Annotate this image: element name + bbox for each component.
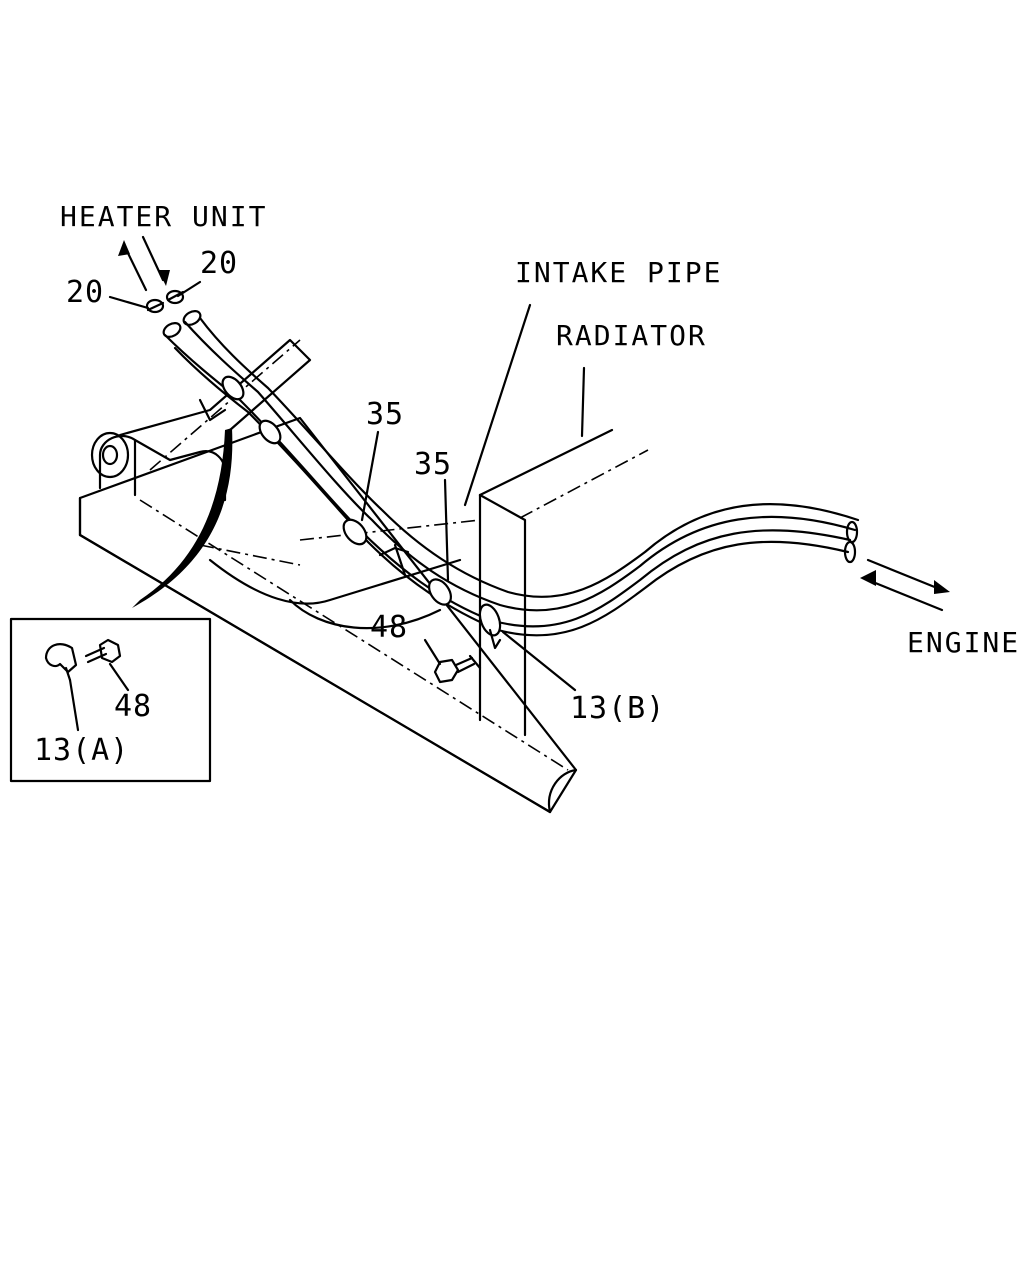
label-radiator: RADIATOR xyxy=(556,319,707,352)
radiator-block xyxy=(478,428,649,737)
label-intake-pipe: INTAKE PIPE xyxy=(515,256,722,289)
label-part-35-upper: 35 xyxy=(366,397,404,432)
label-heater-unit: HEATER UNIT xyxy=(60,200,267,233)
label-part-20-left: 20 xyxy=(66,275,104,310)
label-part-13b: 13(B) xyxy=(570,691,665,726)
clip-13b xyxy=(488,628,502,650)
label-inset-48: 48 xyxy=(114,689,152,724)
mount-bracket xyxy=(90,338,312,502)
inset-callout-arrow xyxy=(132,428,233,608)
label-part-35-lower: 35 xyxy=(414,447,452,482)
label-part-48-main: 48 xyxy=(370,610,408,645)
hose-clamp-20 xyxy=(145,289,185,314)
chassis-frame-rail xyxy=(78,416,578,814)
bolt-48 xyxy=(433,654,482,684)
heater-hoses xyxy=(162,310,860,637)
label-part-20-right: 20 xyxy=(200,246,238,281)
hose-clips xyxy=(221,375,502,637)
inset-detail-box xyxy=(9,617,212,783)
label-engine: ENGINE xyxy=(907,626,1020,659)
leader-lines xyxy=(108,235,950,692)
label-inset-13a: 13(A) xyxy=(34,733,129,768)
